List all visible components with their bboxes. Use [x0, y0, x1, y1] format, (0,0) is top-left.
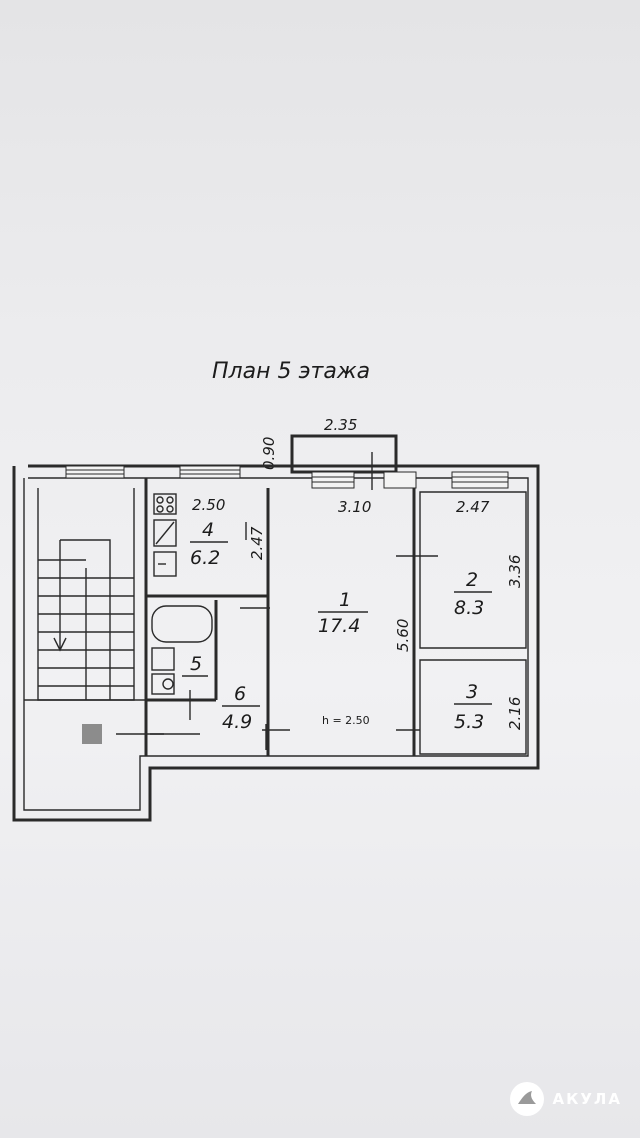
window-3	[311, 471, 355, 489]
dim-room2-depth: 3.36	[506, 555, 524, 588]
room6-area: 4.9	[222, 711, 252, 733]
outer-wall	[12, 464, 540, 822]
room3-area: 5.3	[454, 711, 484, 733]
window-5	[451, 471, 509, 489]
dim-room1-width: 3.10	[338, 498, 371, 516]
stairwell	[24, 488, 146, 701]
dim-room2-width: 2.47	[456, 498, 490, 516]
stove-icon	[153, 493, 177, 515]
washbasin-icon	[151, 647, 175, 671]
dim-room4-width: 2.50	[192, 496, 225, 514]
dim-room4-depth: 2.47	[248, 526, 266, 560]
window-1	[65, 465, 125, 479]
room4-area: 6.2	[190, 547, 220, 569]
redacted-mark	[82, 724, 102, 744]
inner-wall-line	[23, 477, 529, 811]
room2-number: 2	[466, 569, 478, 591]
room5-number: 5	[190, 653, 202, 675]
window-2	[179, 465, 241, 479]
toilet-kitchen-icon	[153, 551, 177, 577]
plan-title: План 5 этажа	[212, 359, 370, 384]
toilet-icon	[151, 673, 175, 695]
room2-outline	[419, 491, 527, 649]
room1-number: 1	[339, 589, 351, 611]
room3-number: 3	[466, 681, 478, 703]
room2-area: 8.3	[454, 597, 484, 619]
room3-outline	[419, 659, 527, 755]
watermark: АКУЛА	[510, 1082, 622, 1116]
dim-room3-depth: 2.16	[506, 697, 524, 730]
ceiling-height: h = 2.50	[322, 714, 370, 727]
room6-number: 6	[234, 683, 246, 705]
watermark-text: АКУЛА	[552, 1090, 622, 1108]
room4-number: 4	[202, 519, 214, 541]
room1-area: 17.4	[318, 615, 360, 637]
bathtub-icon	[151, 605, 213, 643]
dim-balcony-width: 2.35	[324, 416, 357, 434]
dim-room1-depth: 5.60	[394, 619, 412, 652]
dim-balcony-depth: 0.90	[260, 437, 278, 470]
window-4	[383, 471, 417, 489]
shark-logo-icon	[510, 1082, 545, 1116]
sink-icon	[153, 519, 177, 547]
